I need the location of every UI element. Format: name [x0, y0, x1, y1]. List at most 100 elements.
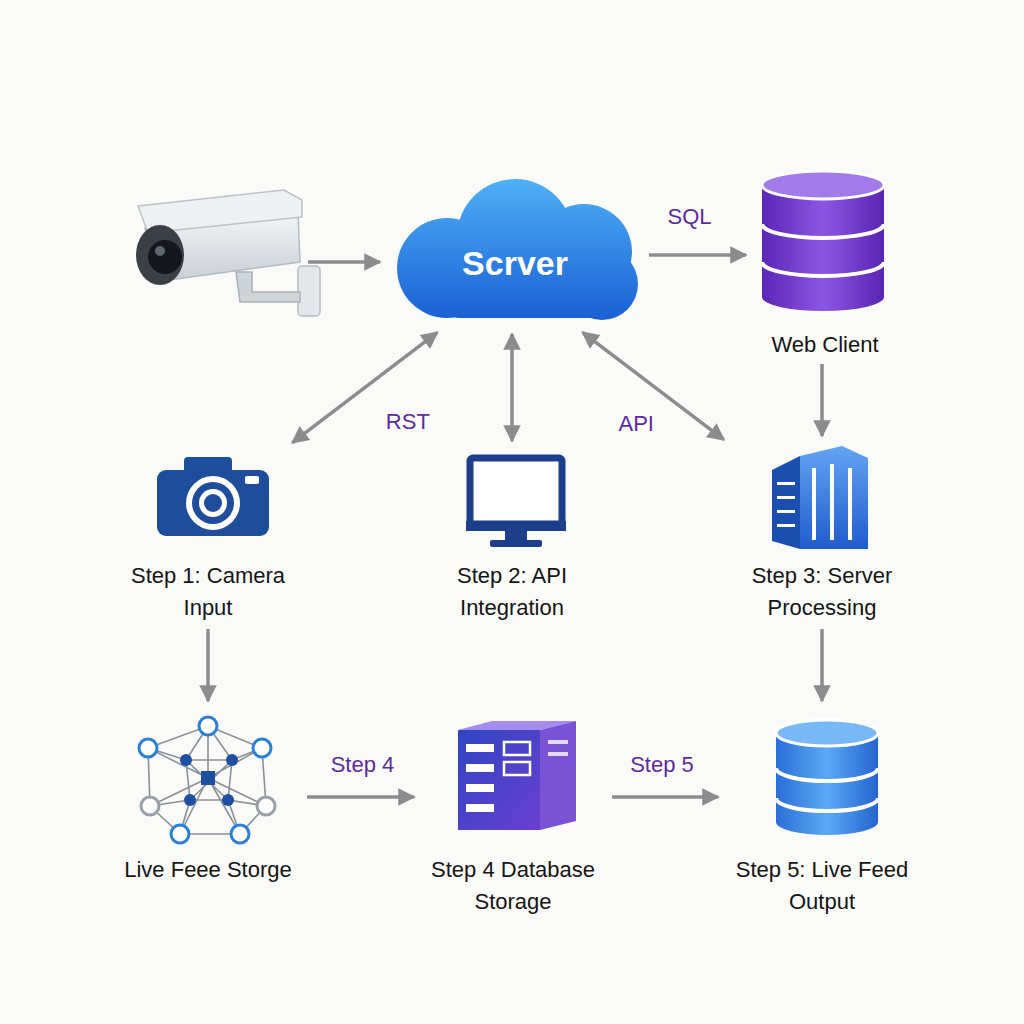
network-links — [148, 726, 266, 834]
building-window — [777, 524, 795, 527]
edge-label: SQL — [667, 204, 711, 230]
rack-vent — [548, 752, 568, 756]
edge-label: API — [619, 411, 654, 437]
lens-glint — [155, 246, 165, 256]
rack-bay — [504, 742, 530, 755]
cctv-camera — [136, 190, 320, 316]
building-side — [772, 456, 800, 549]
step-node: Step 1: Camera Input — [113, 445, 303, 625]
edge-group — [208, 255, 822, 797]
feed-arrow — [308, 260, 380, 264]
cylinder-body — [762, 185, 884, 297]
node-label: Step 5: Live Feed Output — [722, 854, 922, 918]
rack-slot — [466, 804, 494, 812]
connector-arrow — [820, 629, 824, 701]
connector-arrow — [649, 253, 746, 257]
rack-slot — [466, 744, 494, 752]
rack-bay — [504, 762, 530, 775]
rack-vent — [548, 740, 568, 744]
building-window — [830, 464, 834, 540]
network-inner-nodes — [180, 754, 238, 806]
node-label: Web Client — [750, 329, 900, 361]
lens-ring — [186, 476, 240, 530]
network-node — [199, 717, 217, 735]
edge-label: Step 4 — [331, 752, 395, 778]
monitor-chin — [466, 521, 566, 531]
building-window — [848, 468, 852, 540]
monitor-stand — [505, 531, 527, 541]
lens-outer — [192, 482, 234, 524]
rack-side — [540, 721, 576, 830]
connector-arrow — [612, 795, 718, 799]
edge-label: RST — [386, 409, 430, 435]
server-rack-icon — [458, 721, 576, 830]
node-label: Live Feee Storge — [113, 854, 303, 886]
node-label: Step 4 Database Storage — [418, 854, 608, 918]
building-window — [777, 510, 795, 513]
camera-frame — [157, 470, 269, 536]
connector-arrow — [206, 629, 210, 701]
network-node — [253, 739, 271, 757]
network-node — [226, 754, 238, 766]
connector-arrow — [510, 334, 514, 441]
camera-icon — [157, 457, 269, 536]
network-node — [222, 794, 234, 806]
edge-label: Step 5 — [630, 752, 694, 778]
node-label: Step 1: Camera Input — [113, 560, 303, 624]
step-node: Step 4 Database Storage — [418, 705, 608, 920]
step-node: Step 2: API Integration — [417, 445, 607, 625]
connector-arrow — [292, 332, 437, 442]
network-node — [180, 754, 192, 766]
monitor-screen — [470, 458, 562, 524]
wall-plate — [298, 266, 320, 316]
cloud-node: Scrver — [385, 180, 645, 330]
rack-slot — [466, 784, 494, 792]
network-node — [231, 825, 249, 843]
building-window — [777, 482, 795, 485]
cylinder-top — [762, 171, 884, 199]
camera-flash — [245, 476, 259, 484]
connector-arrow — [307, 795, 414, 799]
network-link — [148, 726, 266, 834]
lens-center — [204, 494, 222, 512]
network-node — [257, 797, 275, 815]
network-node — [139, 739, 157, 757]
network-node — [141, 797, 159, 815]
node-label: Scrver — [385, 243, 645, 283]
rack-front — [458, 730, 540, 830]
building-window — [812, 468, 816, 540]
network-hub — [201, 771, 215, 785]
step-node: Step 3: Server Processing — [727, 440, 917, 625]
cylinder-band — [776, 768, 878, 781]
database-cylinder — [762, 171, 884, 311]
building-icon — [772, 446, 868, 549]
step-node: Live Feee Storge — [113, 705, 303, 895]
lens-housing — [136, 225, 184, 285]
rack-slot — [466, 764, 494, 772]
cylinder-band — [762, 224, 884, 238]
network-node — [184, 794, 196, 806]
cylinder-band — [776, 798, 878, 811]
database-cylinder — [776, 720, 878, 835]
cylinder-band — [762, 262, 884, 276]
node-label: Step 3: Server Processing — [727, 560, 917, 624]
camera-mount — [236, 272, 300, 302]
monitor-base — [490, 540, 542, 547]
building-front — [800, 446, 868, 549]
building-window — [777, 496, 795, 499]
cylinder-bottom — [762, 283, 884, 311]
network-node — [171, 825, 189, 843]
camera-lens — [148, 240, 182, 274]
node-label: Step 2: API Integration — [417, 560, 607, 624]
monitor-icon — [466, 458, 566, 547]
connector-arrow — [820, 364, 824, 436]
step-node: Step 5: Live Feed Output — [722, 705, 922, 920]
network-icon — [139, 717, 275, 843]
lens-inner — [199, 489, 227, 517]
step-node: Web Client — [750, 160, 900, 360]
cylinder-top — [776, 720, 878, 746]
connector-arrow — [583, 332, 724, 439]
network-outer-nodes — [139, 717, 275, 843]
